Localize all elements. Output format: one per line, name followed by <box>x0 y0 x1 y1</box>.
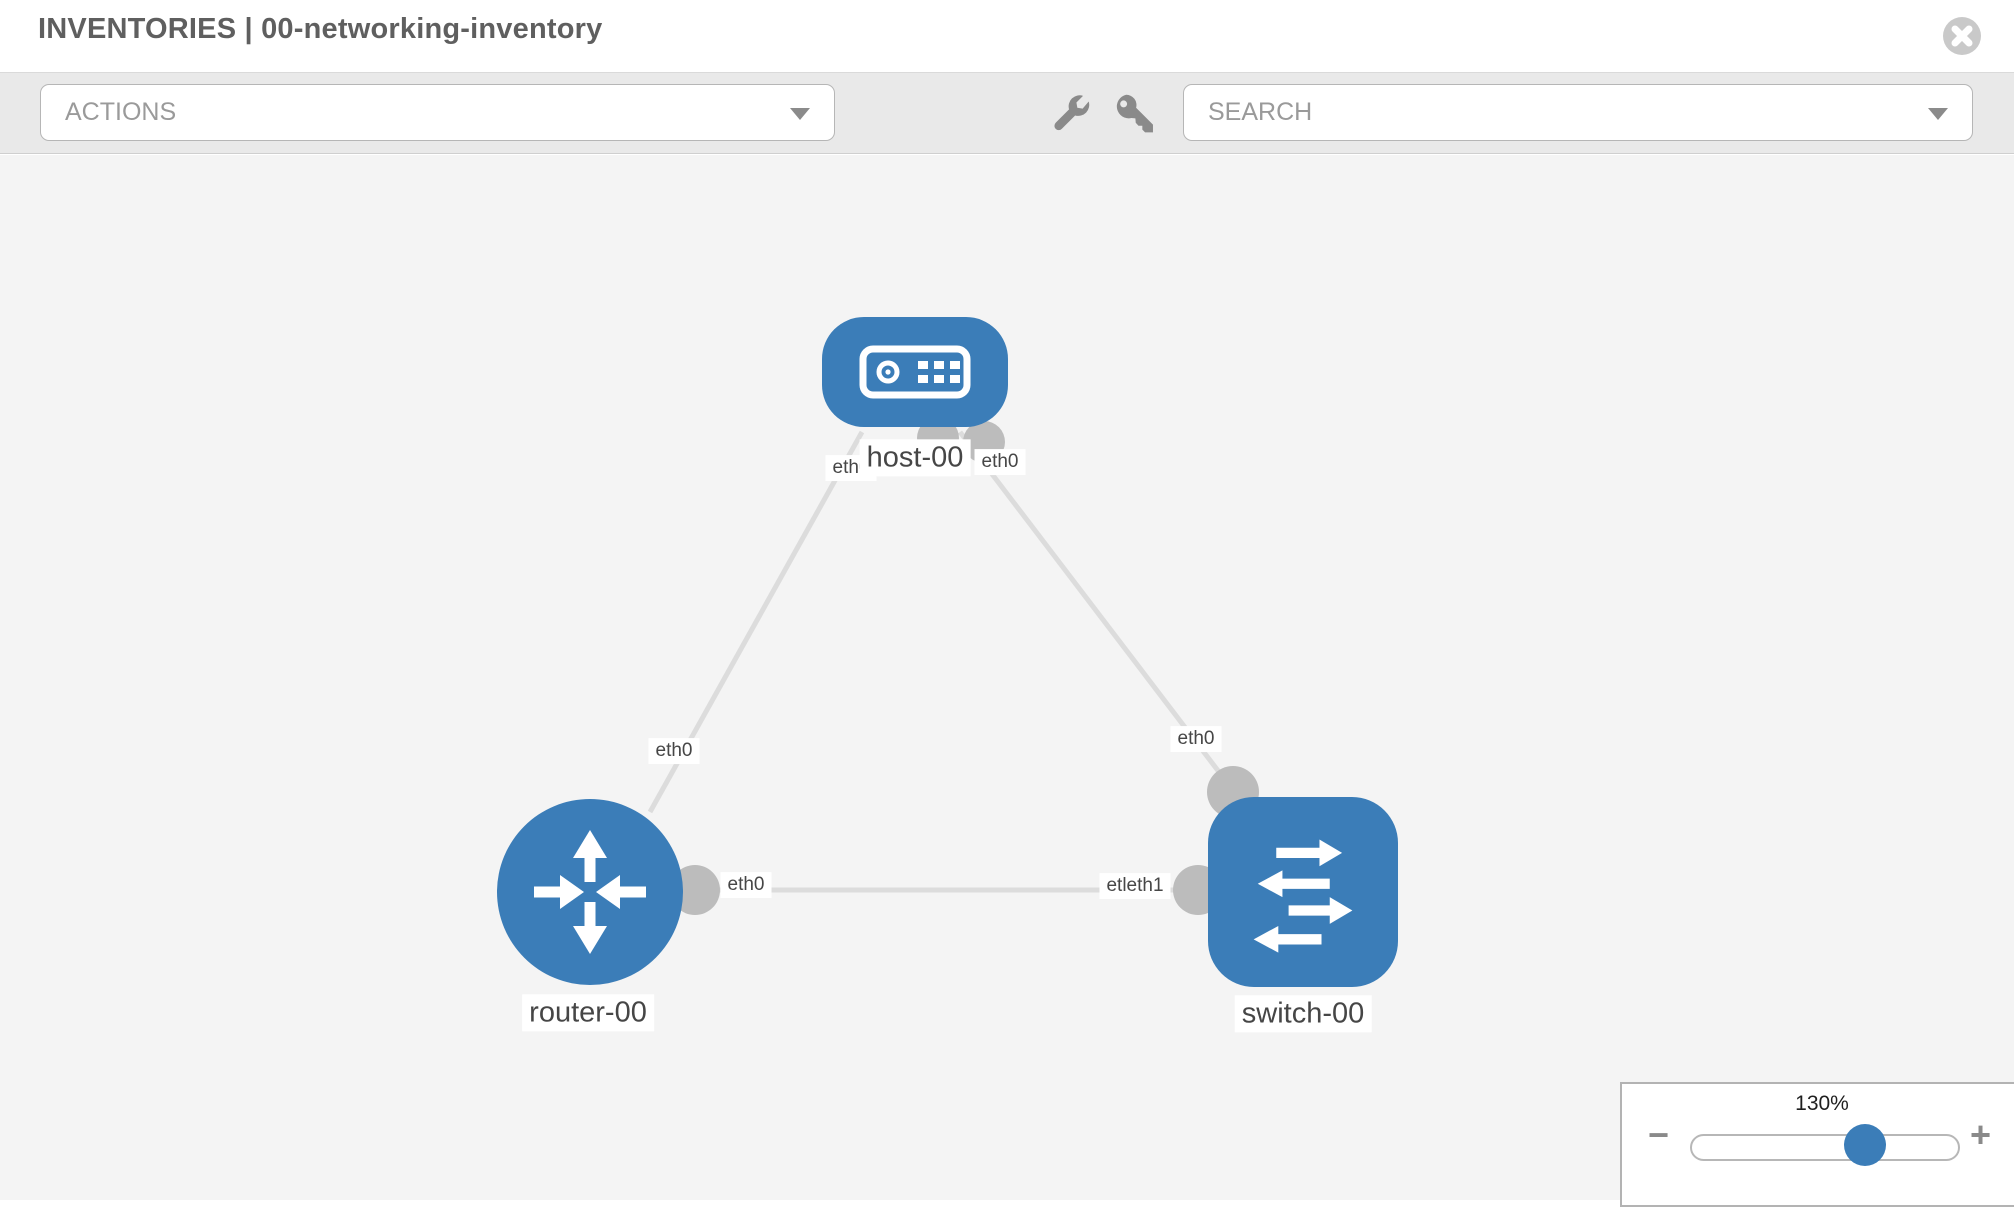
zoom-control-panel: 130% − + <box>1620 1082 2014 1207</box>
iface-label: eth0 <box>974 449 1026 475</box>
header: INVENTORIES | 00-networking-inventory <box>0 0 2014 72</box>
host-icon <box>859 345 971 399</box>
iface-label: etleth1 <box>1099 873 1171 899</box>
router-icon <box>534 830 646 954</box>
zoom-level-value: 130% <box>1795 1092 1849 1115</box>
iface-label: eth0 <box>648 738 700 764</box>
chevron-down-icon <box>790 107 810 120</box>
node-label-host: host-00 <box>859 439 971 477</box>
zoom-slider-thumb[interactable] <box>1844 1124 1886 1166</box>
close-icon[interactable] <box>1942 16 1982 56</box>
node-router-00[interactable] <box>497 799 683 985</box>
node-label-switch: switch-00 <box>1234 995 1372 1033</box>
wrench-icon[interactable] <box>1048 92 1092 136</box>
node-label-router: router-00 <box>522 994 654 1032</box>
node-host-00[interactable] <box>822 317 1008 427</box>
actions-dropdown[interactable]: ACTIONS <box>40 84 835 141</box>
node-switch-00[interactable] <box>1208 797 1398 987</box>
search-dropdown-label: SEARCH <box>1208 98 1313 126</box>
page-title: INVENTORIES | 00-networking-inventory <box>38 13 603 45</box>
iface-label: eth0 <box>1170 726 1222 752</box>
search-dropdown[interactable]: SEARCH <box>1183 84 1973 141</box>
zoom-out-button[interactable]: − <box>1648 1114 1670 1155</box>
chevron-down-icon <box>1928 107 1948 120</box>
zoom-slider-track[interactable] <box>1690 1134 1960 1161</box>
actions-dropdown-label: ACTIONS <box>65 98 177 126</box>
topology-canvas[interactable] <box>0 155 2014 1200</box>
switch-icon <box>1253 839 1353 953</box>
iface-label: eth0 <box>720 872 772 898</box>
zoom-in-button[interactable]: + <box>1970 1114 1992 1155</box>
key-icon[interactable] <box>1113 92 1157 136</box>
